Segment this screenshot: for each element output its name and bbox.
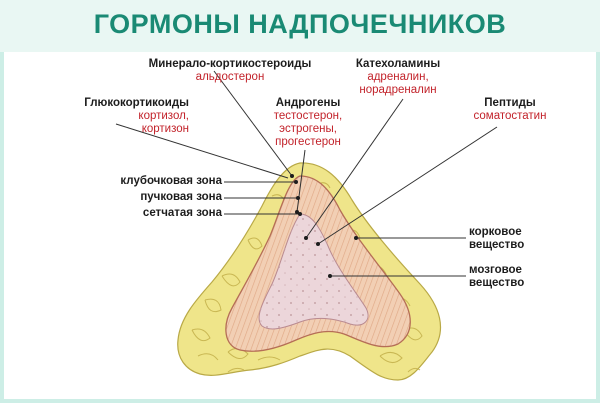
label-medulla-line-2: вещество: [469, 277, 525, 289]
leader-mineralo: [213, 70, 293, 177]
label-cortex-line-1: корковое: [469, 226, 522, 238]
page-title: ГОРМОНЫ НАДПОЧЕЧНИКОВ: [93, 9, 507, 39]
label-zone-reticular: сетчатая зона: [142, 207, 222, 219]
label-androgen-hormones-3: прогестерон: [275, 136, 341, 148]
label-cortex: корковое вещество: [469, 226, 524, 252]
leader-katechol: [305, 98, 404, 239]
label-zone-fascicular: пучковая зона: [140, 191, 222, 203]
label-catecholamines: Катехоламины адреналин, норадреналин: [348, 58, 448, 97]
leader-dots: [290, 174, 358, 278]
leader-androgen: [296, 149, 306, 213]
label-androgens: Андрогены тестостерон, эстрогены, прогес…: [262, 97, 354, 149]
label-gluko-hormones-1: кортизол,: [138, 110, 189, 122]
label-cortex-line-2: вещество: [469, 239, 525, 251]
label-mineralo-heading: Минерало-кортикостероиды: [148, 58, 312, 70]
label-katechol-hormones-1: адреналин,: [367, 71, 429, 83]
header-band: [0, 0, 600, 52]
label-androgen-hormones-1: тестостерон,: [273, 110, 343, 122]
medulla-texture: [259, 214, 369, 329]
label-katechol-hormones-2: норадреналин: [359, 84, 437, 96]
label-medulla: мозговое вещество: [469, 264, 524, 290]
label-katechol-heading: Катехоламины: [355, 58, 441, 70]
leader-gluko: [115, 123, 289, 179]
label-peptide-heading: Пептиды: [484, 97, 536, 109]
label-peptide-hormones: соматостатин: [473, 110, 547, 122]
label-androgen-heading: Андрогены: [275, 97, 341, 109]
leader-peptide: [317, 126, 498, 245]
label-zone-glomerular: клубочковая зона: [120, 175, 222, 187]
leader-lines: [115, 70, 498, 277]
label-gluko-heading: Глюкокортикоиды: [84, 97, 189, 109]
label-gluko-hormones-2: кортизон: [141, 123, 189, 135]
label-glucocorticoids: Глюкокортикоиды кортизол, кортизон: [44, 97, 189, 136]
label-mineralocorticoids: Минерало-кортикостероиды альдостерон: [130, 58, 330, 84]
label-androgen-hormones-2: эстрогены,: [279, 123, 337, 135]
label-medulla-line-1: мозговое: [469, 264, 522, 276]
label-peptides: Пептиды соматостатин: [460, 97, 560, 123]
label-mineralo-hormones: альдостерон: [195, 71, 265, 83]
fat-lobules: [191, 182, 423, 373]
